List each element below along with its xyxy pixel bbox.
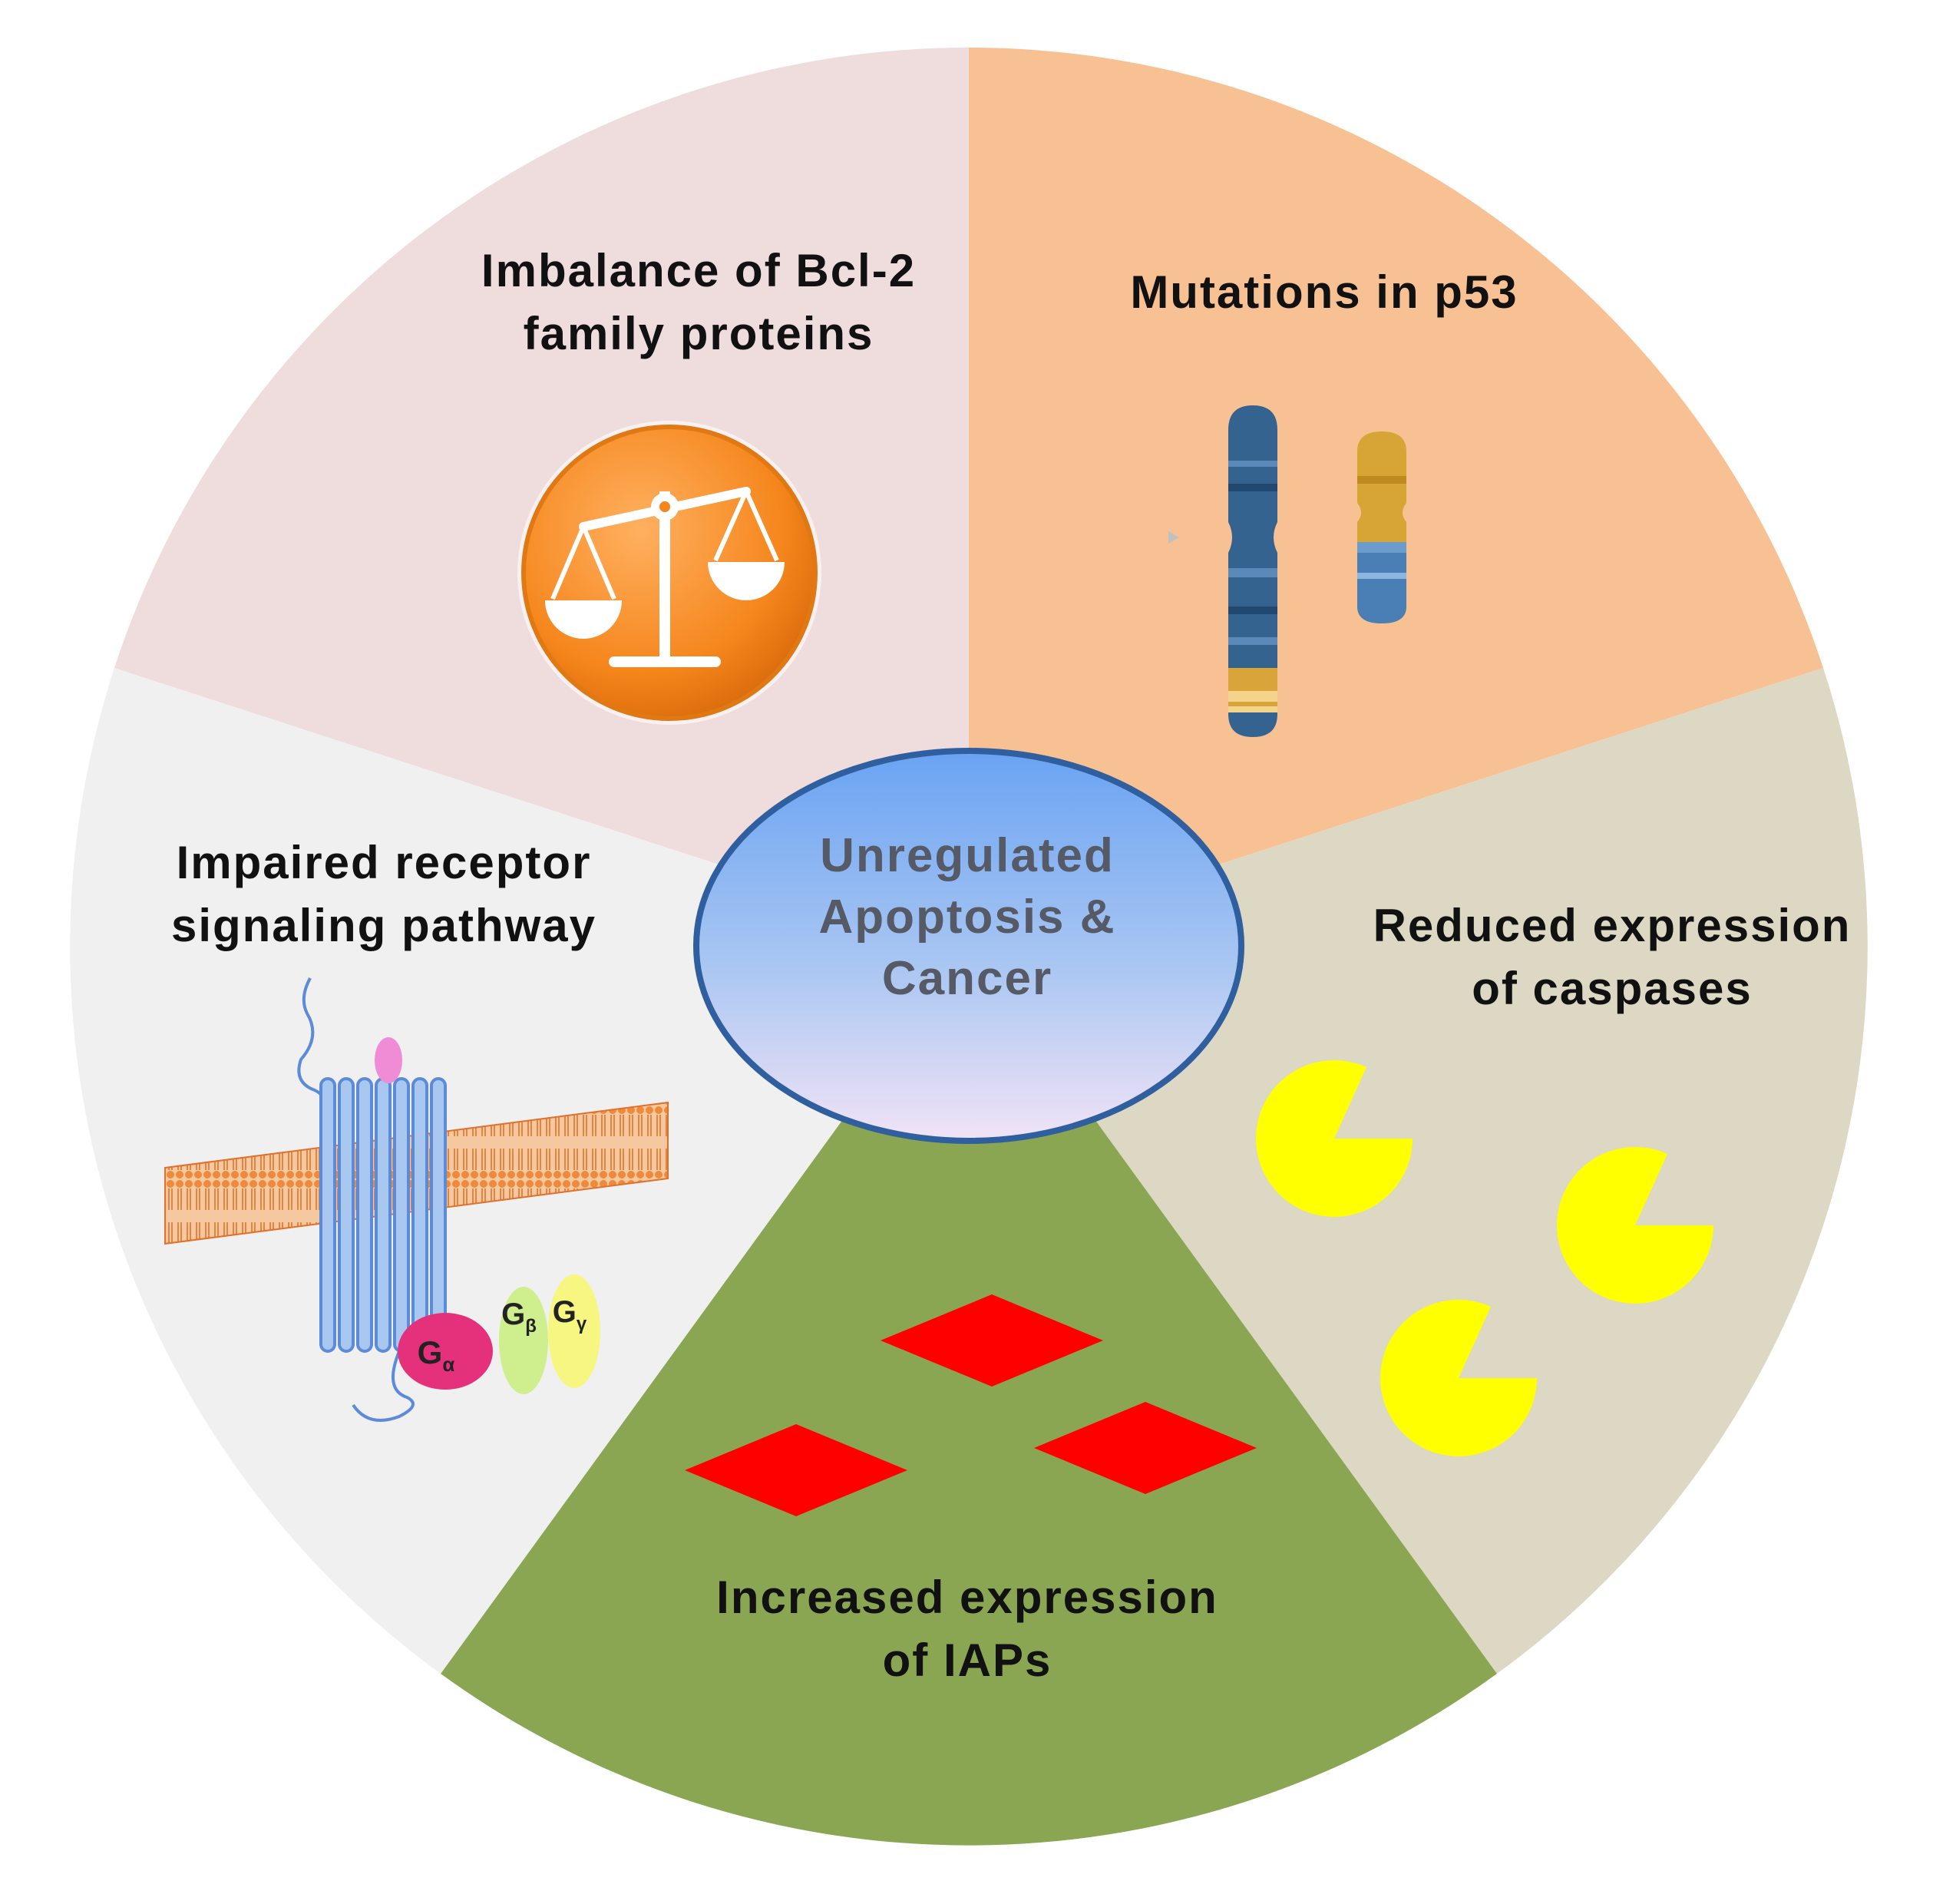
label-line: Cancer: [881, 952, 1053, 1005]
label-line: of IAPs: [882, 1635, 1052, 1686]
center-ellipse: [693, 748, 1244, 1144]
label-line: Increased expression: [716, 1572, 1218, 1623]
gpcr-membrane-icon: Gα Gβ Gγ: [164, 977, 669, 1422]
balance-scale-icon: [517, 421, 821, 725]
segment-label-bcl2: Imbalance of Bcl-2 family proteins: [430, 240, 967, 365]
label-line: Mutations in p53: [1130, 266, 1518, 318]
label-line: family proteins: [523, 308, 874, 359]
label-line: Impaired receptor: [176, 837, 592, 888]
label-line: Apoptosis &: [818, 891, 1116, 944]
center-label: Unregulated Apoptosis & Cancer: [725, 825, 1209, 1010]
label-line: signaling pathway: [170, 900, 597, 951]
red-diamond-icon: [1034, 1402, 1257, 1494]
label-line: of caspases: [1472, 963, 1753, 1014]
red-diamond-icon: [685, 1424, 907, 1516]
label-line: Reduced expression: [1373, 900, 1852, 951]
label-line: Unregulated: [820, 829, 1115, 882]
pacman-caspase-icon: [1256, 1059, 1413, 1217]
label-line: Imbalance of Bcl-2: [481, 245, 917, 296]
chromosome-icon: [1168, 405, 1277, 737]
red-diamond-icon: [881, 1294, 1103, 1387]
pacman-caspase-icon: [1556, 1146, 1713, 1304]
segment-iaps: [441, 946, 1497, 1846]
segment-label-receptor: Impaired receptor signaling pathway: [115, 831, 653, 957]
segment-label-p53: Mutations in p53: [1079, 261, 1570, 324]
pacman-caspase-icon: [1380, 1299, 1537, 1456]
segment-label-caspases: Reduced expression of caspases: [1336, 894, 1888, 1020]
segment-label-iaps: Increased expression of IAPs: [699, 1566, 1236, 1692]
chromosome-small-icon: [1357, 431, 1406, 623]
